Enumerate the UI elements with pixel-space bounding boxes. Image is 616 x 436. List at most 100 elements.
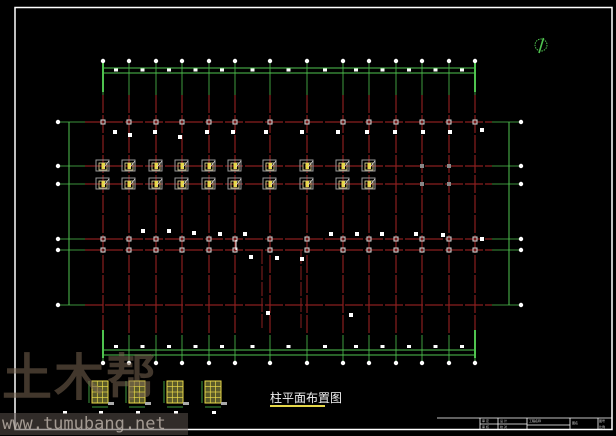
leader-line xyxy=(209,160,216,168)
column-detail-outline xyxy=(201,177,216,190)
axis-bubble-right xyxy=(518,119,524,125)
dimension-text xyxy=(286,68,291,72)
column-label xyxy=(300,257,304,261)
column-marks xyxy=(63,119,484,414)
column xyxy=(341,181,345,187)
column xyxy=(268,181,272,187)
column xyxy=(366,236,372,242)
drawing-title: 柱平面布置图 xyxy=(270,391,343,405)
column xyxy=(393,236,399,242)
column xyxy=(267,119,273,125)
column xyxy=(472,236,478,242)
leader-line xyxy=(270,160,277,168)
column xyxy=(232,247,238,253)
leader-line xyxy=(369,160,376,168)
column-detail-outline xyxy=(335,159,350,172)
dimension-text xyxy=(220,345,224,348)
dimension-text xyxy=(114,345,118,348)
axis-bubble-bottom xyxy=(446,360,452,366)
column xyxy=(153,247,159,253)
column-label xyxy=(141,229,145,233)
column xyxy=(305,181,309,187)
column xyxy=(154,163,158,169)
column xyxy=(233,181,237,187)
column xyxy=(420,182,424,186)
dimension-text xyxy=(407,345,411,348)
leader-line xyxy=(129,160,136,168)
column-label xyxy=(300,130,304,134)
column xyxy=(446,236,452,242)
axis-bubble-right xyxy=(518,247,524,253)
dimension-text xyxy=(407,68,411,72)
column xyxy=(179,119,185,125)
title-block-cell: 图号 xyxy=(599,419,606,423)
dimension-text xyxy=(380,345,385,348)
column-detail-outline xyxy=(95,159,110,172)
axis-bubble-bottom xyxy=(267,360,273,366)
column xyxy=(393,247,399,253)
column xyxy=(206,236,212,242)
axis-bubble-bottom xyxy=(472,360,478,366)
axis-bubble-bottom xyxy=(232,360,238,366)
dimension-text xyxy=(193,68,198,72)
column-label xyxy=(113,130,117,134)
column xyxy=(154,181,158,187)
column xyxy=(100,247,106,253)
column-detail-outline xyxy=(121,177,136,190)
axis-bubble-bottom xyxy=(393,360,399,366)
grid-lines xyxy=(85,95,492,335)
column xyxy=(232,119,238,125)
axis-bubble-right xyxy=(518,236,524,242)
dimension-text xyxy=(250,345,255,348)
column-label xyxy=(365,130,369,134)
dimension-text xyxy=(250,68,255,72)
dimension-text xyxy=(460,345,464,348)
dimension-text xyxy=(380,68,385,72)
leader-line xyxy=(343,160,350,168)
title-block-cell: 工程名称 xyxy=(529,419,542,423)
leader-line xyxy=(209,178,216,186)
column-label xyxy=(380,232,384,236)
title-block-cell: 图名 xyxy=(572,421,579,425)
watermark-logo: 土木帮 xyxy=(2,349,158,407)
dimension-text xyxy=(140,68,145,72)
dimension-text xyxy=(193,345,198,348)
axis-bubble-top xyxy=(126,58,132,64)
column-label xyxy=(192,231,196,235)
column xyxy=(447,182,451,186)
column-detail-outline xyxy=(361,177,376,190)
column-label xyxy=(275,256,279,260)
axis-bubble-top xyxy=(393,58,399,64)
column-section-label xyxy=(63,411,67,414)
column xyxy=(207,181,211,187)
watermark-url: www.tumubang.net xyxy=(0,413,188,435)
axis-bubble-top xyxy=(419,58,425,64)
column-detail-outline xyxy=(95,177,110,190)
column xyxy=(267,247,273,253)
axis-bubble-right xyxy=(518,163,524,169)
leader-line xyxy=(103,160,110,168)
column-detail-outline xyxy=(227,177,242,190)
dimension-text xyxy=(167,345,171,348)
column-section-note xyxy=(145,402,151,405)
column-section-label xyxy=(174,411,178,414)
column xyxy=(419,119,425,125)
axis-bubble-top xyxy=(206,58,212,64)
column xyxy=(366,247,372,253)
dimension-text xyxy=(140,345,145,348)
axis-bubble-left xyxy=(55,181,61,187)
column xyxy=(100,119,106,125)
column xyxy=(340,247,346,253)
column-label xyxy=(421,130,425,134)
column xyxy=(101,181,105,187)
dimension-text xyxy=(460,68,464,72)
dimension-text xyxy=(323,68,327,72)
axis-bubble-bottom xyxy=(179,360,185,366)
dimension-text xyxy=(323,345,327,348)
column xyxy=(179,247,185,253)
column-detail-outline xyxy=(121,159,136,172)
column xyxy=(127,163,131,169)
column xyxy=(420,164,424,168)
leader-line xyxy=(307,178,314,186)
